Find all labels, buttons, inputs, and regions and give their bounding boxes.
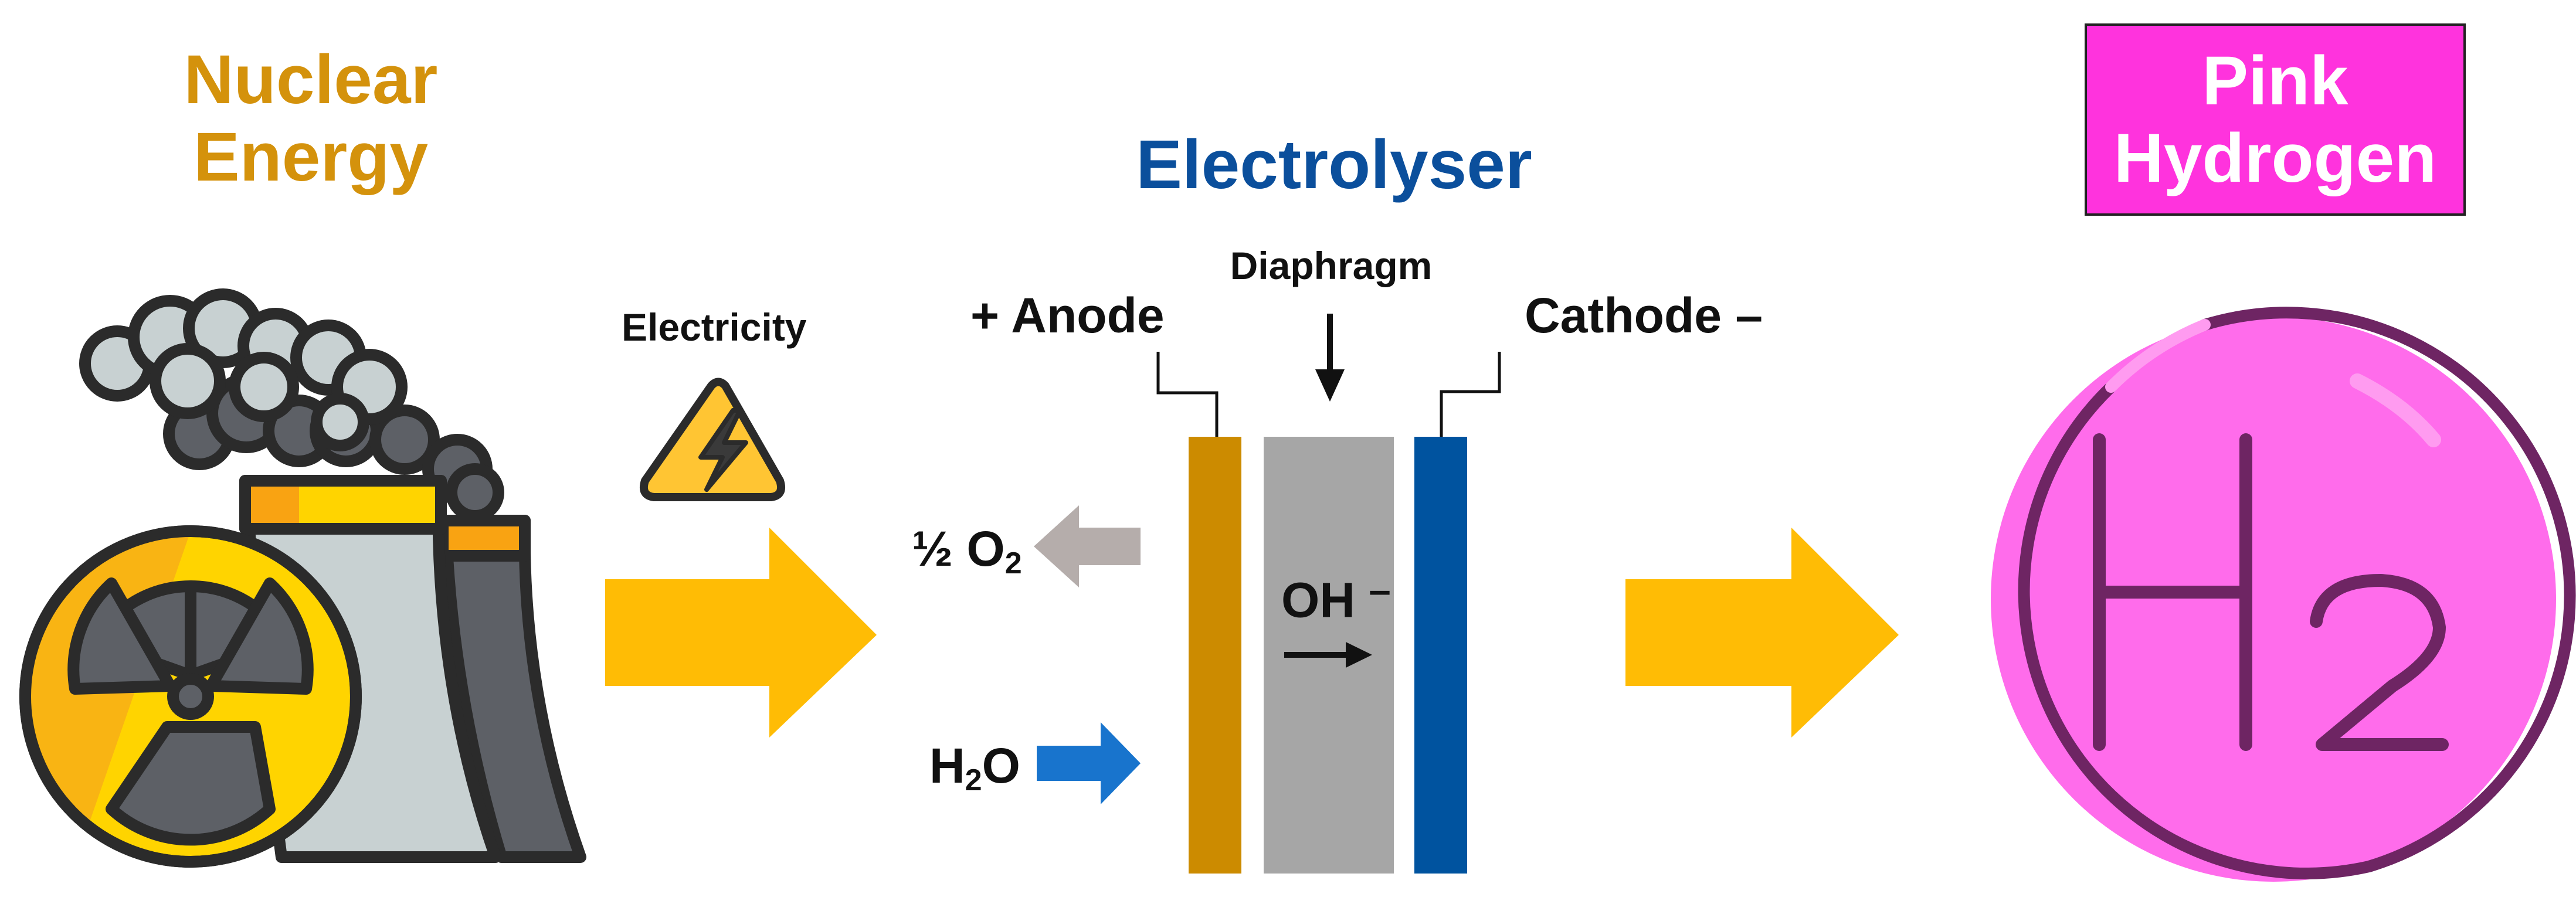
radiation-symbol-icon <box>19 525 362 868</box>
hydroxide-formula: OH <box>1281 572 1355 628</box>
water-input-arrow <box>1037 722 1141 804</box>
anode-leader-line <box>1156 352 1219 437</box>
oxygen-fraction: ½ <box>912 521 953 576</box>
water-element-o: O <box>982 738 1020 793</box>
nuclear-energy-title: Nuclear Energy <box>88 41 534 196</box>
hydroxide-transport-arrow <box>1284 642 1372 668</box>
diaphragm-pointer-arrow <box>1315 314 1345 402</box>
oxygen-output-arrow <box>1034 505 1141 587</box>
cathode-leader-line <box>1440 352 1501 437</box>
anode-electrode <box>1189 437 1241 874</box>
nuclear-title-line1: Nuclear <box>184 41 438 118</box>
anode-sign: + <box>970 288 1000 343</box>
nuclear-title-line2: Energy <box>193 118 429 196</box>
cathode-electrode <box>1414 437 1467 874</box>
anode-label: + Anode <box>970 287 1165 344</box>
diaphragm-label: Diaphragm <box>1230 244 1433 287</box>
oxygen-formula-label: ½ O2 <box>912 521 1022 581</box>
cathode-text: Cathode <box>1525 288 1722 343</box>
pink-hydrogen-line1: Pink <box>2202 42 2348 120</box>
cathode-sign: – <box>1735 288 1763 343</box>
rear-cooling-tower-icon <box>440 515 586 863</box>
electrolyser-title: Electrolyser <box>1136 126 1532 203</box>
hydrogen-molecule-icon <box>1991 307 2576 882</box>
hydrogen-output-arrow <box>1625 528 1899 738</box>
nuclear-power-plant-icon <box>19 288 586 868</box>
water-element-h: H <box>929 738 965 793</box>
h2-symbol-glyph <box>2093 433 2449 751</box>
energy-input-arrow <box>605 528 877 738</box>
high-voltage-warning-icon <box>639 378 786 501</box>
water-formula-label: H2O <box>929 738 1020 798</box>
hydroxide-ion-label: OH – <box>1281 567 1391 629</box>
electricity-label: Electricity <box>622 305 807 349</box>
oxygen-subscript: 2 <box>1004 546 1022 581</box>
pink-hydrogen-title-box: Pink Hydrogen <box>2085 23 2466 216</box>
pink-hydrogen-line2: Hydrogen <box>2113 120 2437 197</box>
light-smoke-icon <box>79 288 408 451</box>
hydroxide-charge: – <box>1369 568 1391 612</box>
water-subscript: 2 <box>965 763 982 798</box>
cathode-label: Cathode – <box>1525 287 1763 344</box>
anode-text: Anode <box>1011 288 1165 343</box>
oxygen-element: O <box>966 521 1005 576</box>
